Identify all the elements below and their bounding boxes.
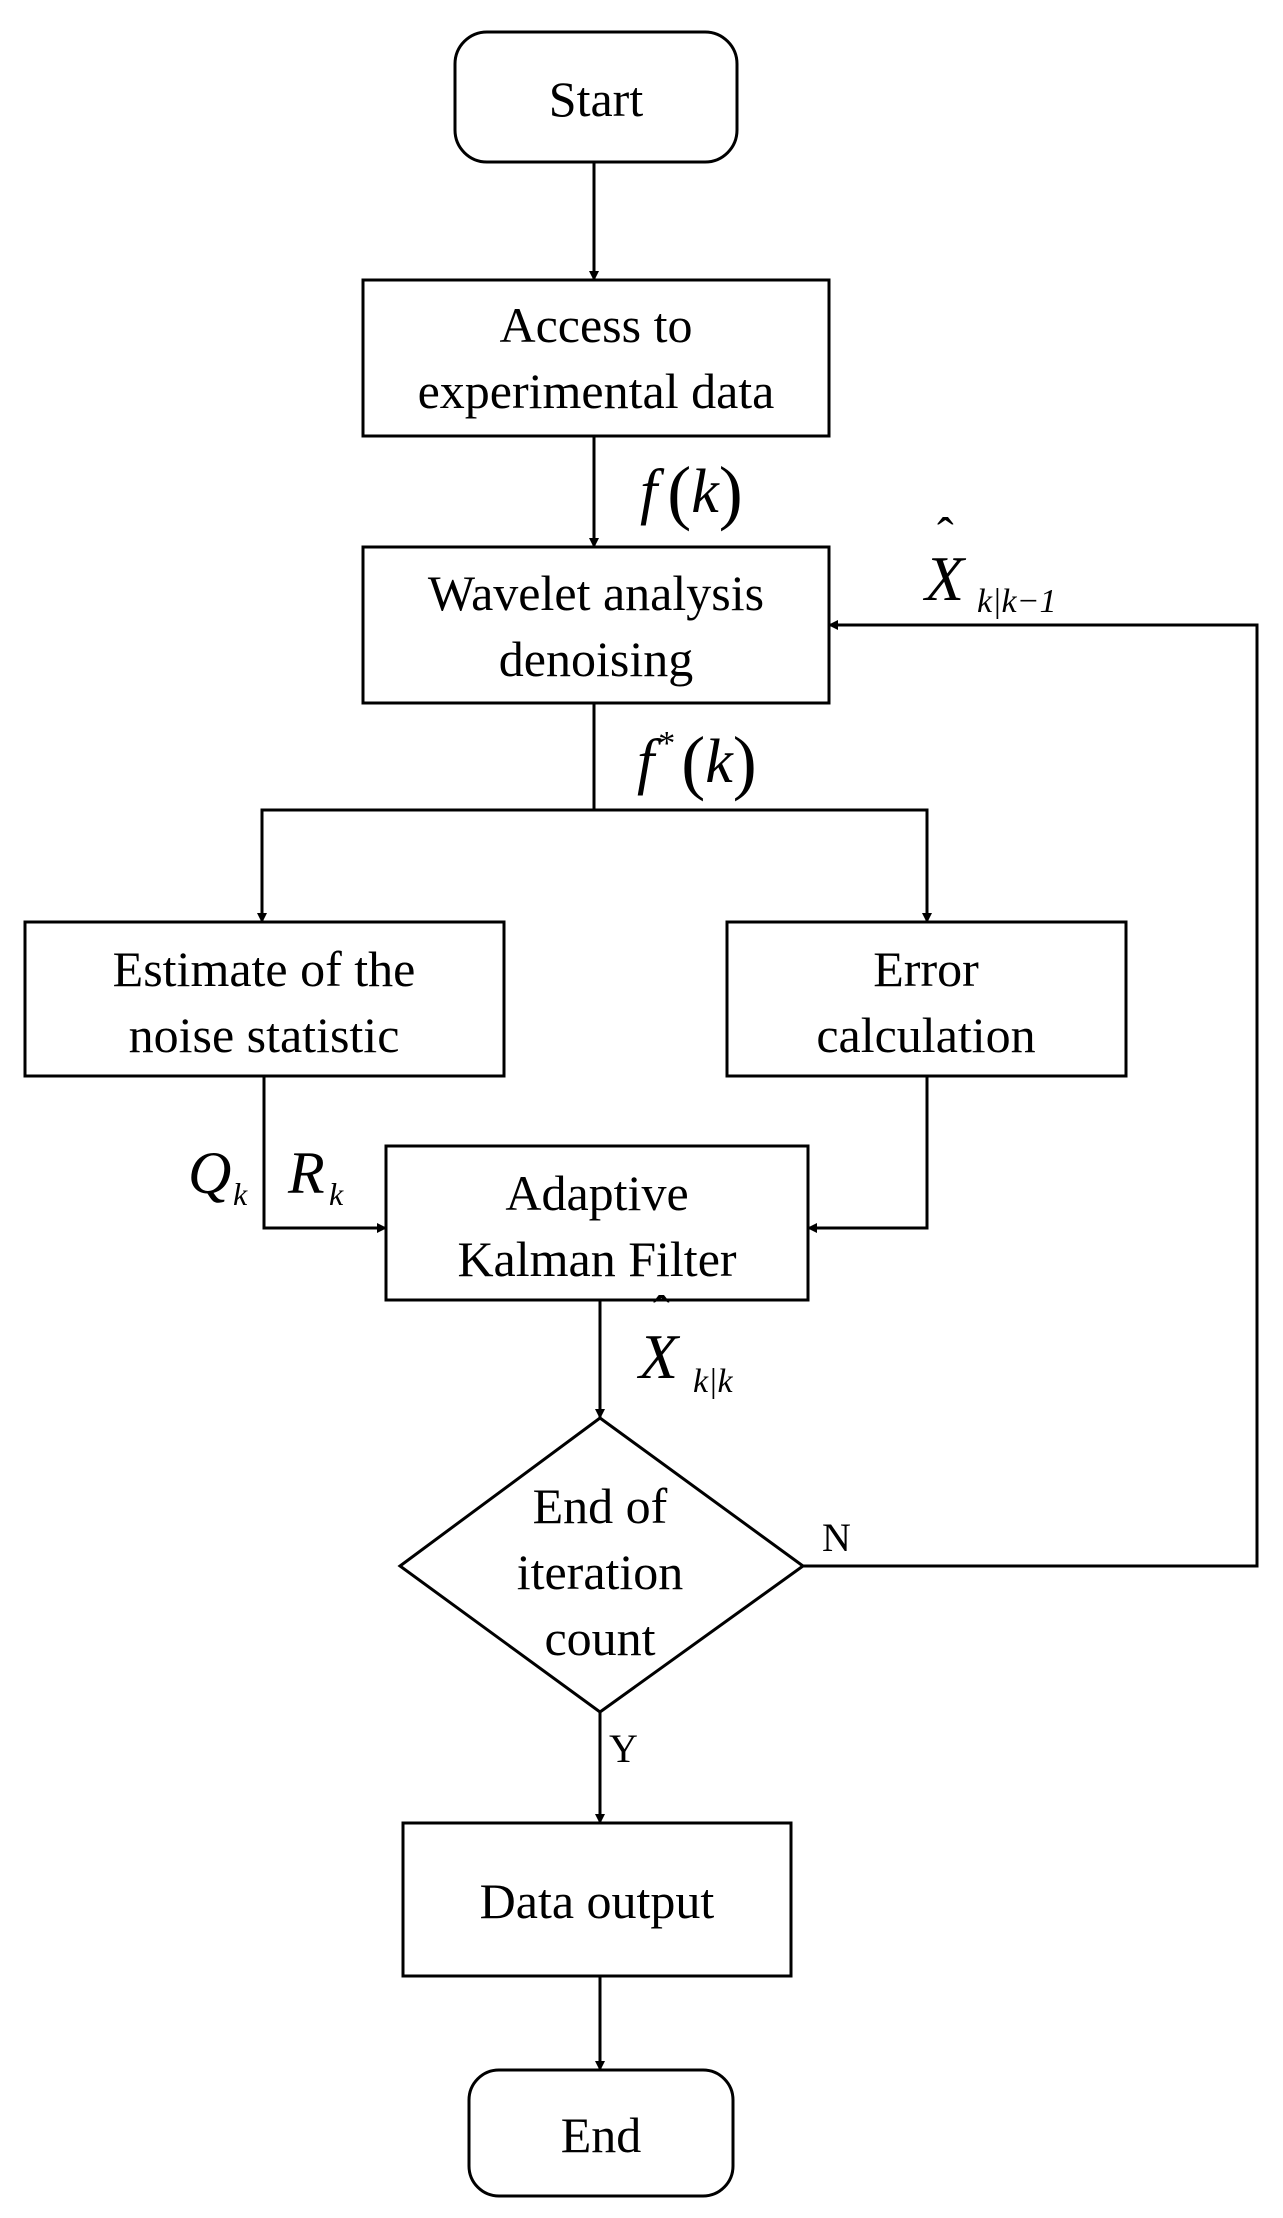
edge-estimate-to-kalman — [262, 1076, 387, 1233]
svg-text:k|k: k|k — [693, 1363, 733, 1400]
access-data-node: Access to experimental data — [361, 278, 831, 438]
edge-error-to-kalman — [807, 1076, 929, 1233]
wavelet-label-line2: denoising — [499, 631, 693, 687]
end-node: End — [467, 2068, 735, 2198]
estimate-label-line1: Estimate of the — [113, 941, 416, 997]
wavelet-label-line1: Wavelet analysis — [428, 565, 764, 621]
iteration-decision-node: End of iteration count — [397, 1416, 806, 1714]
svg-text:Q: Q — [188, 1140, 231, 1206]
access-label-line2: experimental data — [418, 363, 775, 419]
error-label-line2: calculation — [816, 1007, 1035, 1063]
data-output-node: Data output — [401, 1821, 793, 1978]
label-f-k: f(k) — [640, 452, 743, 532]
decision-label-line1: End of — [533, 1478, 668, 1534]
svg-text:X: X — [636, 1321, 681, 1392]
label-x-hat-post: ˆ X k|k — [636, 1285, 733, 1400]
edge-decision-no-loop — [803, 620, 1259, 1568]
decision-label-line3: count — [544, 1610, 655, 1666]
error-calculation-node: Error calculation — [725, 920, 1128, 1078]
output-label: Data output — [480, 1873, 715, 1929]
estimate-label-line2: noise statistic — [129, 1007, 400, 1063]
label-x-hat-prior: ˆ X k|k−1 — [922, 507, 1056, 620]
svg-text:X: X — [922, 543, 967, 614]
wavelet-denoising-node: Wavelet analysis denoising — [361, 545, 831, 705]
svg-text:ˆ: ˆ — [653, 1285, 670, 1341]
error-label-line1: Error — [873, 941, 979, 997]
adaptive-kalman-filter-node: Adaptive Kalman Filter — [384, 1144, 810, 1302]
label-no: N — [822, 1515, 851, 1560]
kalman-label-line1: Adaptive — [505, 1165, 688, 1221]
edge-wavelet-to-error — [594, 808, 932, 923]
end-label: End — [561, 2107, 642, 2163]
svg-text:k: k — [329, 1176, 344, 1212]
decision-label-line2: iteration — [517, 1544, 684, 1600]
noise-estimate-node: Estimate of the noise statistic — [23, 920, 506, 1078]
svg-text:ˆ: ˆ — [937, 507, 954, 563]
svg-text:k: k — [233, 1176, 248, 1212]
label-r-k: R k — [287, 1140, 344, 1212]
svg-text:k|k−1: k|k−1 — [977, 583, 1056, 620]
kalman-label-line2: Kalman Filter — [457, 1231, 736, 1287]
edge-wavelet-to-estimate — [257, 703, 596, 923]
svg-text:R: R — [287, 1140, 325, 1206]
label-f-star-k: f*(k) — [637, 722, 757, 802]
start-node: Start — [453, 30, 739, 164]
label-yes: Y — [609, 1726, 638, 1771]
start-label: Start — [549, 71, 644, 127]
access-label-line1: Access to — [500, 297, 693, 353]
label-q-k: Q k — [188, 1140, 248, 1212]
